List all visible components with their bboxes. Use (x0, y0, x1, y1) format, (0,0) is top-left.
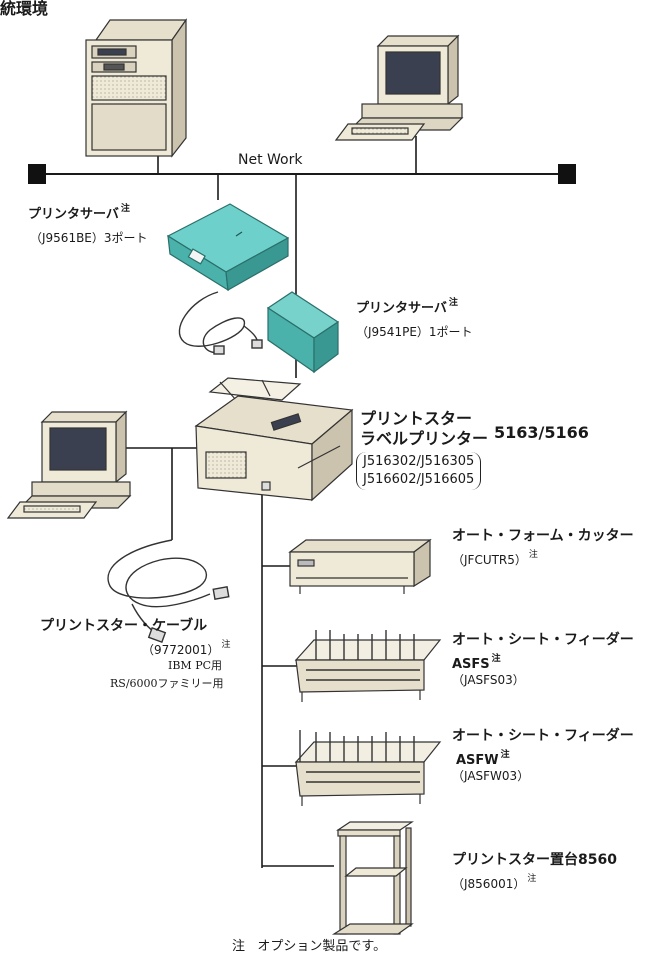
printer-model-number: 5163/5166 (494, 423, 589, 442)
cable-model-code: （9772001） (142, 643, 220, 657)
printer-variant-1: J516302/J516305 (363, 454, 475, 469)
print-server-icon (266, 291, 340, 374)
cutter-model: （JFCUTR5）注 (452, 550, 538, 568)
option-note-mark: 注 (500, 750, 510, 760)
network-label: Net Work (238, 152, 303, 168)
footnote: 注 オプション製品です。 (232, 939, 387, 955)
printer-name-line2: ラベルプリンター (360, 429, 489, 448)
cable-name: プリントスター・ケーブル (40, 618, 208, 634)
option-note-mark: 注 (221, 640, 231, 650)
desktop-pc-icon (334, 34, 464, 141)
server-tower-icon (85, 18, 188, 158)
sheet-feeder-icon (294, 730, 442, 806)
network-terminator-right (558, 164, 576, 184)
network-terminator-left (28, 164, 46, 184)
asfw-model: （JASFW03） (452, 769, 530, 783)
cutter-model-code: （JFCUTR5） (452, 553, 527, 567)
cable-icon (107, 539, 230, 643)
print-server-1port-name: プリンタサーバ注 (356, 298, 458, 317)
stand-model: （J856001）注 (452, 874, 536, 892)
print-server-3port-model: （J9561BE）3ポート (30, 231, 148, 245)
option-note-mark: 注 (491, 654, 501, 664)
option-note-mark: 注 (528, 550, 538, 560)
asfs-code-text: ASFS (452, 657, 490, 672)
print-server-3port-name: プリンタサーバ注 (28, 204, 130, 223)
printer-variant-2: J516602/J516605 (363, 472, 475, 487)
form-cutter-icon (288, 538, 432, 594)
printer-variants: J516302/J516305 J516602/J516605 (356, 452, 482, 490)
print-server-icon (166, 203, 290, 292)
sheet-feeder-icon (294, 630, 442, 702)
asfs-name: オート・シート・フィーダー (452, 632, 634, 648)
printer-stand-icon (331, 821, 414, 935)
cable-use-1: IBM PC用 (168, 659, 223, 672)
print-server-1port-label: プリンタサーバ (356, 301, 447, 316)
option-note-mark: 注 (527, 874, 537, 884)
asfw-code-text: ASFW (456, 753, 499, 768)
connection-lines (120, 136, 417, 868)
option-note-mark: 注 (448, 298, 458, 308)
cable-model: （9772001）注 (142, 640, 230, 658)
stand-model-code: （J856001） (452, 877, 526, 891)
printer-icon (194, 377, 354, 502)
print-server-1port-model: （J9541PE）1ポート (356, 325, 473, 339)
cable-icon (178, 291, 263, 355)
footnote-mark: 注 (232, 939, 246, 954)
print-server-3port-label: プリンタサーバ (28, 207, 119, 222)
asfw-name: オート・シート・フィーダー (452, 728, 634, 744)
printer-name-line1: プリントスター (360, 409, 473, 428)
footnote-text: オプション製品です。 (257, 939, 387, 954)
page-title: 統環境 (0, 0, 49, 18)
option-note-mark: 注 (120, 204, 130, 214)
stand-name: プリントスター置台8560 (452, 852, 617, 868)
cutter-name: オート・フォーム・カッター (452, 528, 634, 544)
asfs-model: （JASFS03） (452, 673, 525, 687)
cable-use-2: RS/6000ファミリー用 (110, 677, 224, 690)
desktop-pc-icon (6, 410, 132, 519)
